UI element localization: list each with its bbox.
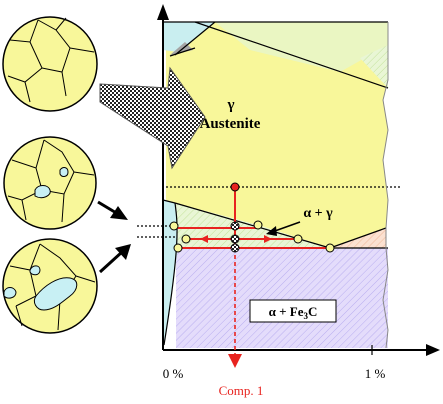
checkered-arrow [99,66,206,170]
reference-dotted-lines [137,186,402,238]
composition-label: Comp. 1 [219,383,264,398]
arrow-to-pearlite [98,244,131,274]
composition-markers [230,221,240,253]
microstructure-alpha-gamma [3,136,97,230]
alpha-fe3c-label-box [249,299,337,323]
microstructure-austenite [2,16,98,112]
intersection-markers [169,220,335,253]
microstructure-pearlite-start [2,238,98,334]
x-axis-arrowhead [426,344,440,356]
liquid-hatch-region [360,45,388,88]
liquid-band-region [215,22,388,72]
ferrite-region [163,200,178,345]
austenite-label: Austenite [200,116,261,132]
alpha-fe3c-label: α + Fe3C [269,304,318,321]
tie-arrow-left [200,235,208,243]
alpha-gamma-label: α + γ [303,206,333,221]
tie-arrow-right [264,235,272,243]
arrow-to-two-phase [97,200,128,220]
austenite-region [166,22,388,248]
x-tick-label-1: 1 % [365,366,386,381]
alpha-gamma-pointer-head [266,226,277,236]
x-tick-label-0: 0 % [163,366,184,381]
composition-arrowhead [228,354,242,368]
alpha-gamma-pointer [271,221,301,233]
delta-ferrite-region [163,22,215,52]
y-axis-arrowhead [157,4,169,20]
pearlite-region [176,248,388,348]
start-marker [230,182,240,192]
jagged-edge [382,22,389,349]
gamma-label: γ [226,97,234,113]
axes [162,18,430,351]
